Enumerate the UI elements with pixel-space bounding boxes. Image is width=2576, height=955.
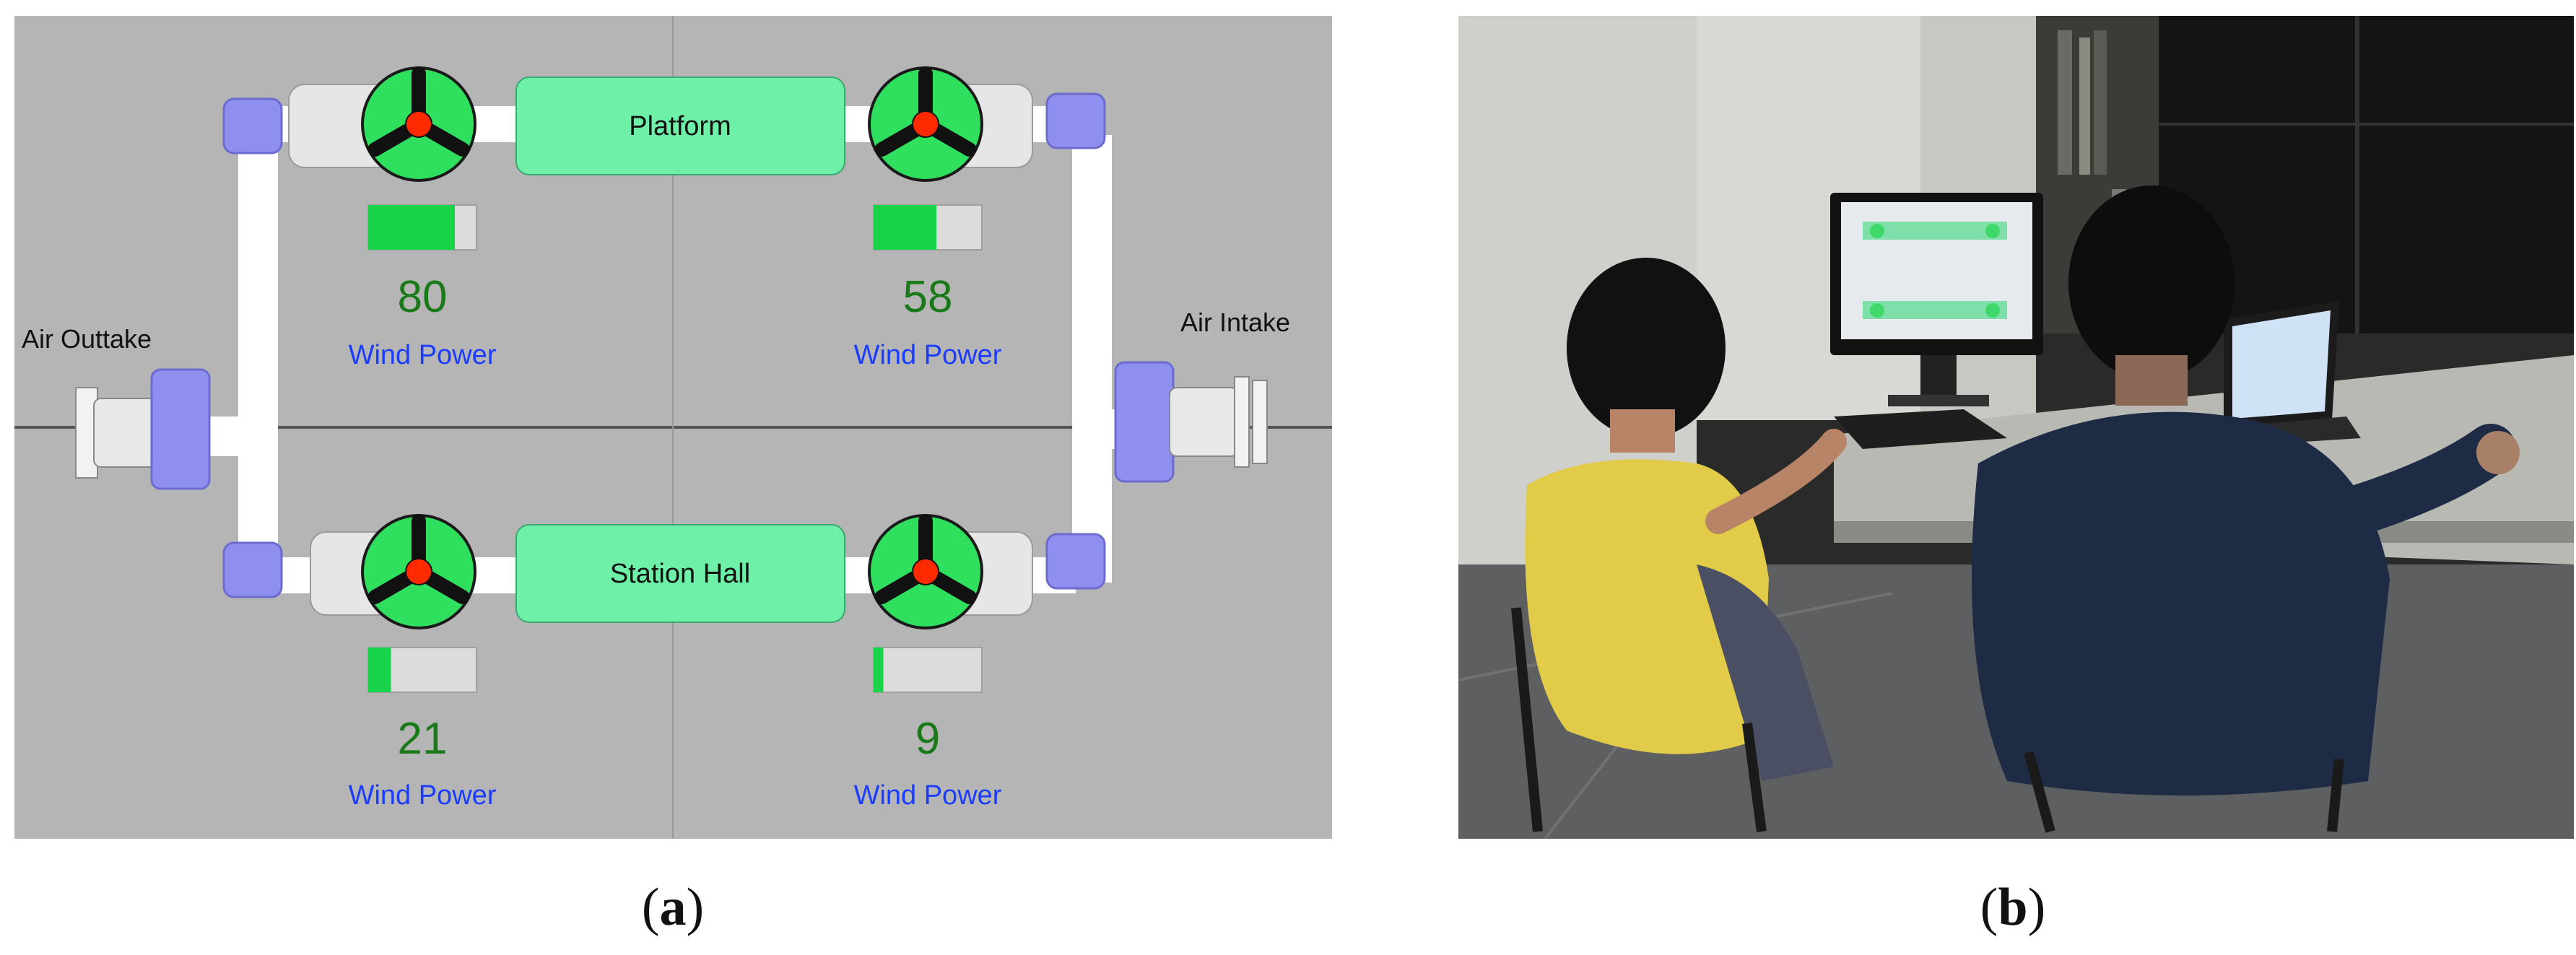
chamber-station-hall-label: Station Hall <box>610 559 750 589</box>
wind-power-value-2: 58 <box>903 272 953 322</box>
right-duct <box>1072 135 1112 583</box>
chamber-station-hall <box>515 524 845 623</box>
ventilation-diagram: Platform Station Hall Air Outtake Air In… <box>14 16 1332 839</box>
fan-1 <box>361 66 477 182</box>
wind-power-bar-fill-4 <box>874 647 884 692</box>
fan-2-hub <box>912 110 939 138</box>
air-outtake-unit <box>75 368 211 490</box>
fan-4-hub <box>912 558 939 585</box>
caption-a: (a) <box>641 878 705 937</box>
air-outtake-label: Air Outtake <box>22 324 152 354</box>
wind-power-label-3: Wind Power <box>349 780 497 811</box>
lab-photo-illustration <box>1458 16 2574 839</box>
left-duct <box>238 135 278 583</box>
corner-connector-bottom-left <box>222 541 283 598</box>
fan-1-hub <box>405 110 432 138</box>
wind-power-bar-4 <box>873 647 983 693</box>
chamber-platform-label: Platform <box>629 111 731 141</box>
fan-3-hub <box>405 558 432 585</box>
wind-power-label-4: Wind Power <box>854 780 1002 811</box>
wind-power-bar-fill-1 <box>368 205 455 250</box>
fan-3 <box>361 514 477 629</box>
wind-power-value-4: 9 <box>915 714 940 764</box>
wind-power-label-2: Wind Power <box>854 340 1002 370</box>
wind-power-label-1: Wind Power <box>349 340 497 370</box>
wind-power-bar-fill-3 <box>368 647 391 692</box>
air-intake-label: Air Intake <box>1180 308 1290 337</box>
fan-2 <box>868 66 983 182</box>
simulation-panel: Platform Station Hall Air Outtake Air In… <box>14 16 1332 839</box>
fan-4 <box>868 514 983 629</box>
corner-connector-top-left <box>222 97 283 154</box>
wind-power-value-1: 80 <box>398 272 448 322</box>
caption-b: (b) <box>1980 878 2046 937</box>
corner-connector-top-right <box>1045 92 1106 149</box>
corner-connector-bottom-right <box>1045 533 1106 590</box>
chamber-platform <box>515 77 845 175</box>
air-intake-unit <box>1114 361 1268 483</box>
wind-power-bar-fill-2 <box>874 205 936 250</box>
lab-photo <box>1458 16 2574 839</box>
wind-power-value-3: 21 <box>398 714 448 764</box>
